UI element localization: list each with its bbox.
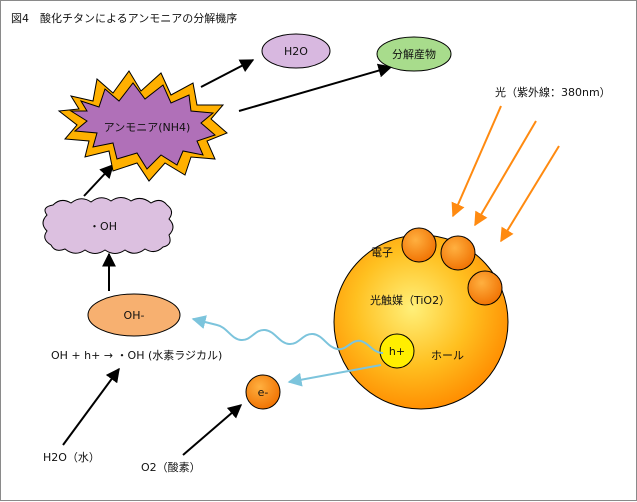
uv-arrow <box>451 105 502 218</box>
uv-light-arrows <box>451 105 560 243</box>
hole-symbol: h+ <box>389 345 405 358</box>
arrow-to-h2o <box>200 59 255 88</box>
h2o-product-label: H2O <box>284 45 308 58</box>
hole-label: ホール <box>431 349 464 362</box>
hydroxide-ellipse <box>87 293 181 337</box>
wavy-energy-arrow <box>191 315 384 354</box>
reaction-equation: OH + h+ → ・OH (水素ラジカル) <box>51 349 222 362</box>
arrow-to-decomposition <box>238 63 393 112</box>
electron-transfer-arrow <box>287 364 382 387</box>
oxygen-label: O2（酸素） <box>141 460 201 474</box>
arrow-oxygen-to-electron <box>182 404 243 456</box>
figure-title: 図4 酸化チタンによるアンモニアの分解機序 <box>11 11 237 25</box>
uv-light-label: 光（紫外線：380nm） <box>495 85 611 99</box>
water-label: H2O（水） <box>43 451 100 464</box>
hydroxide-label: OH- <box>124 309 145 322</box>
electron-particle <box>467 270 503 306</box>
arrow-radical-to-ammonia <box>83 163 114 197</box>
electron-particle <box>440 235 476 271</box>
arrow-water-to-reaction <box>62 367 120 446</box>
uv-arrow <box>474 120 537 227</box>
decomposition-label: 分解産物 <box>392 47 436 61</box>
hole-particle <box>379 333 415 369</box>
radical-cloud <box>42 197 174 254</box>
electrons-label: 電子 <box>371 246 393 259</box>
electron-circle <box>245 374 281 410</box>
radical-label: ・OH <box>89 220 117 233</box>
h2o-product-ellipse <box>261 33 331 69</box>
ammonia-burst <box>69 82 216 170</box>
electron-symbol: e- <box>258 386 269 399</box>
decomposition-product-ellipse <box>376 36 452 72</box>
photocatalyst-label: 光触媒（TiO2） <box>370 293 450 307</box>
electron-particle <box>401 227 437 263</box>
ammonia-label: アンモニア(NH4) <box>104 121 191 134</box>
uv-arrow <box>500 145 560 243</box>
